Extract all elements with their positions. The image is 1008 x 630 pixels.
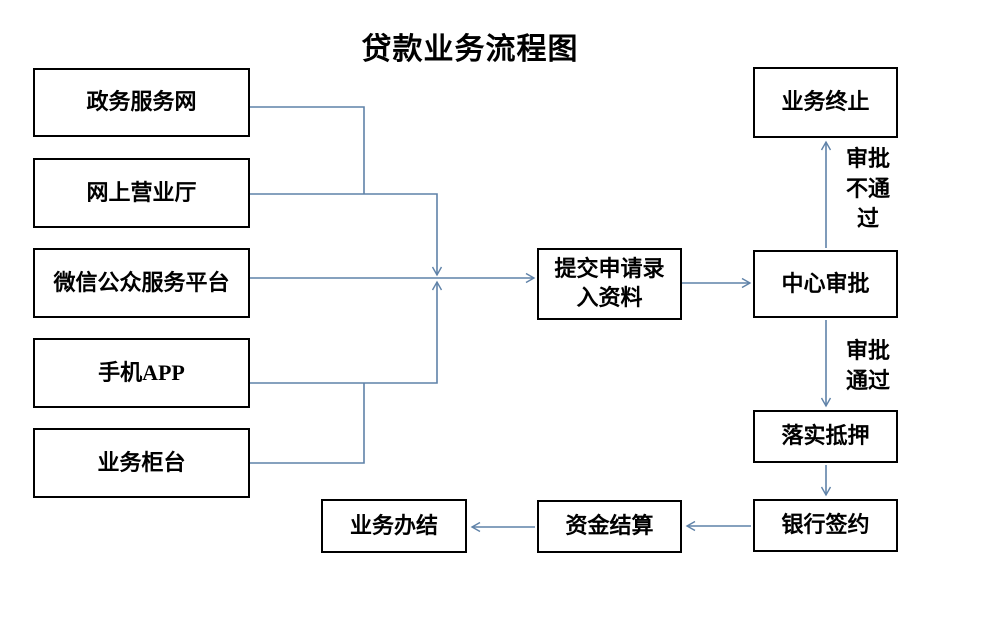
diagram-title: 贷款业务流程图 xyxy=(361,33,579,66)
node-business-terminated: 业务终止 xyxy=(753,67,898,138)
connector-online-merge xyxy=(250,193,443,277)
node-bank-signing: 银行签约 xyxy=(753,499,898,552)
node-online-business-hall: 网上营业厅 xyxy=(33,158,250,228)
node-implement-mortgage: 落实抵押 xyxy=(753,410,898,463)
node-business-counter: 业务柜台 xyxy=(33,428,250,498)
connector-gov-merge xyxy=(250,106,365,194)
edge-label-approval-rejected: 审批不通过 xyxy=(845,146,890,231)
node-mobile-app: 手机APP xyxy=(33,338,250,408)
connector-app-merge xyxy=(250,280,443,384)
node-submit-application: 提交申请录入资料 xyxy=(537,248,682,320)
node-business-completed: 业务办结 xyxy=(321,499,467,553)
node-government-service-web: 政务服务网 xyxy=(33,68,250,137)
connector-counter-merge xyxy=(250,383,365,464)
node-center-approval: 中心审批 xyxy=(753,250,898,318)
node-wechat-service-platform: 微信公众服务平台 xyxy=(33,248,250,318)
node-fund-settlement: 资金结算 xyxy=(537,500,682,553)
edge-label-approval-passed: 审批通过 xyxy=(845,338,890,393)
